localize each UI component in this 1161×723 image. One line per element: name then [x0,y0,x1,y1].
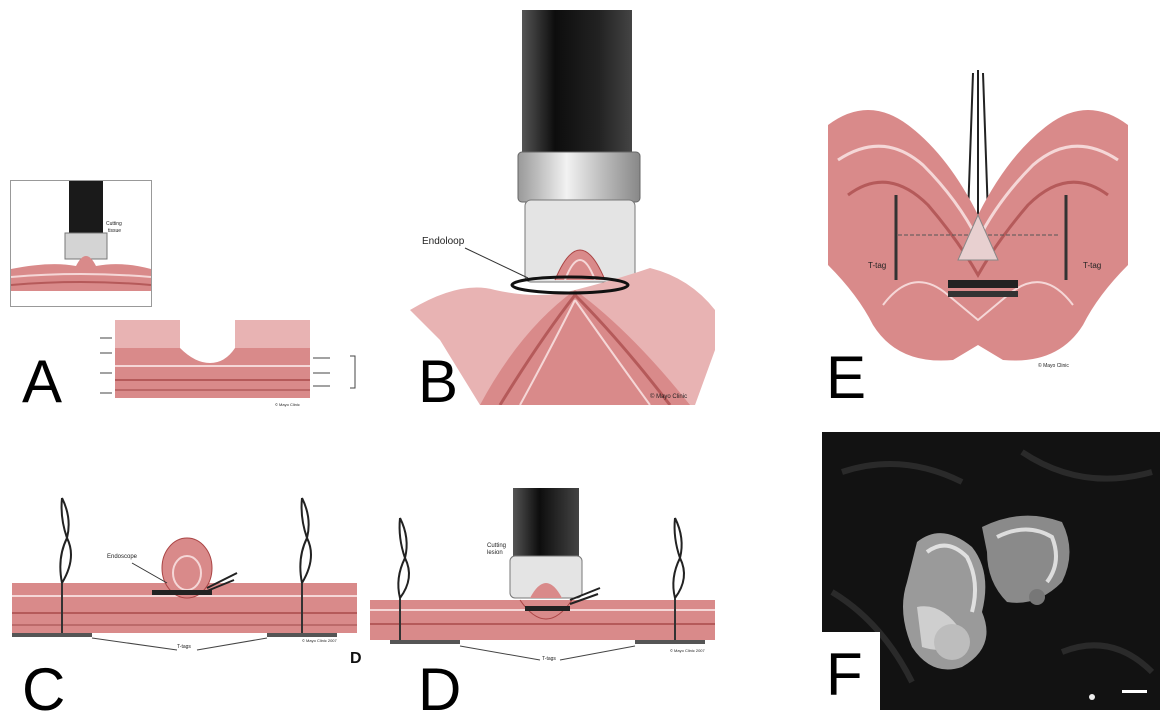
endoscope-cutting-illustration [370,488,730,668]
panel-c-t-tags-label: T-tags [177,644,191,650]
panel-b-illustration: Endoloop © Mayo Clinic [400,10,720,405]
t-tag-fold-illustration [828,65,1128,370]
panel-e-copyright: © Mayo Clinic [1038,363,1069,369]
endoscope-ligation-illustration [12,488,357,658]
panel-d-illustration: Cutting lesion T-tags © Mayo Clinic 2007 [370,488,730,668]
panel-d-cutting-label-2: lesion [487,550,503,556]
panel-letter-f: F [826,645,863,705]
panel-d-copyright: © Mayo Clinic 2007 [670,648,705,653]
panel-d-small-letter: D [350,650,362,668]
panel-letter-c: C [22,660,65,720]
panel-e-illustration: T-tag T-tag © Mayo Clinic [828,65,1128,370]
panel-letter-e: E [826,348,866,408]
endoloop-illustration [400,10,720,405]
cross-section-copyright: © Mayo Clinic [275,402,300,407]
panel-a-cross-section: © Mayo Clinic [70,318,370,413]
panel-letter-d: D [418,660,461,720]
inset-cutting-label-2: tissue [108,228,121,234]
inset-cutting-label: Cutting [106,221,122,227]
endoloop-label: Endoloop [422,236,464,247]
inset-endoscope-illustration [11,181,151,306]
endoscope-label: Endoscope [107,554,137,560]
panel-letter-b: B [418,352,458,412]
panel-d-cutting-label: Cutting [487,543,506,549]
t-tag-left-label: T-tag [868,261,886,270]
panel-c-illustration: Endoscope T-tags © Mayo Clinic 2007 [12,488,357,658]
panel-b-copyright: © Mayo Clinic [650,394,687,400]
panel-a-inset: Cutting tissue [10,180,152,307]
t-tag-right-label: T-tag [1083,261,1101,270]
panel-d-t-tags-label: T-tags [542,656,556,662]
panel-letter-a: A [22,352,62,412]
tissue-layers-illustration [70,318,370,413]
panel-c-copyright: © Mayo Clinic 2007 [302,638,337,643]
